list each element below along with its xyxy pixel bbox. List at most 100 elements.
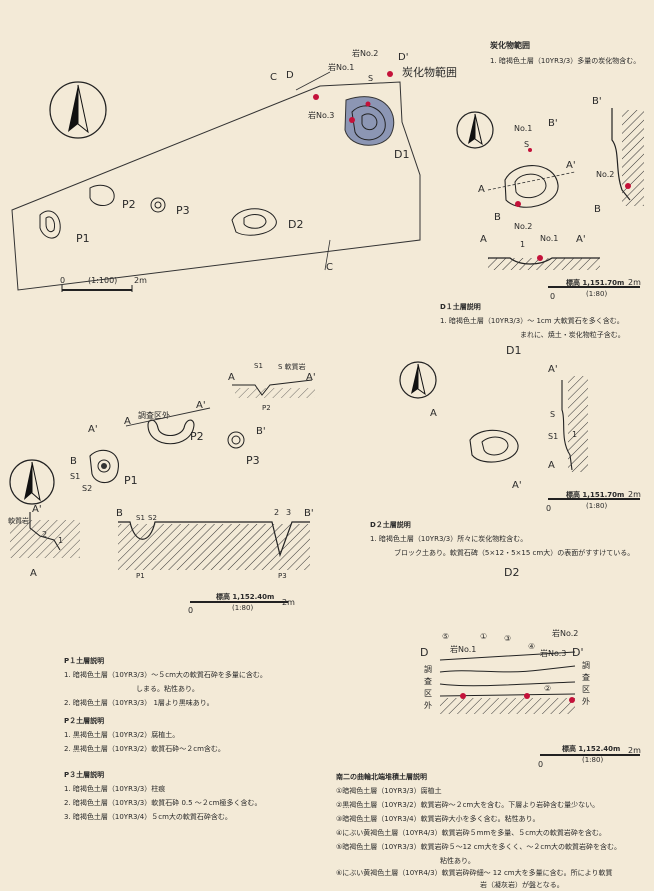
p1-notes-line1: 1. 暗褐色土層（10YR3/3）～５cm大の軟質石砕を多量に含む。 [64, 671, 267, 679]
north-arrow-d2 [399, 361, 437, 399]
north-line-8: 岩（凝灰岩）が盤となる。 [480, 881, 564, 889]
p1-profile-hatch [10, 520, 80, 558]
d2-scale-ratio: (1:80) [586, 502, 608, 510]
p1-profile-a: A [30, 568, 37, 579]
p2-plan-a-prime: A' [196, 400, 206, 411]
d1-layer-line1: 1. 暗褐色土層（10YR3/3）～ 1cm 大軟質石を多く含む。 [440, 317, 624, 325]
label-rock2: 岩No.2 [352, 49, 379, 58]
p1-plan-core [101, 463, 107, 469]
d2-layer-title: D２土層説明 [370, 521, 411, 529]
scale-top-end: 2m [134, 276, 147, 285]
p3-notes-line2: 2. 暗褐色土層（10YR3/3）軟質石砕 0.5 ～２cm極多く含む。 [64, 799, 262, 807]
p-scale-elev: 標高 1,152.40m [216, 593, 275, 601]
north-line-7: ⑥にぶい黄褐色土層（10YR4/3）軟質岩砕砕細～ 12 cm大を多量に含む。所… [336, 869, 613, 877]
rock-no3-marker [349, 117, 355, 123]
d1-profile-no2: No.2 [596, 170, 615, 179]
site-boundary-outline [11, 81, 421, 291]
north-line-3: ③暗褐色土層（10YR3/4）軟質岩砕大小を多く含む。粘性あり。 [336, 815, 540, 823]
p1-plan-a-prime: A' [88, 424, 98, 435]
p2-sec-a: A [228, 372, 235, 383]
d2-layer-line1: 1. 暗褐色土層（10YR3/3）所々に炭化物粒含む。 [370, 535, 528, 543]
north-arrow-d1 [456, 111, 494, 149]
pb-section-p3: P3 [278, 572, 287, 580]
north-outside-right: 調査区外 [582, 661, 590, 706]
section-line-c [324, 239, 331, 271]
p1-profile-a-prime: A' [32, 504, 42, 515]
p1-notes-title: P１土層説明 [64, 657, 105, 665]
north-scale-ratio: (1:80) [582, 756, 604, 764]
north-line-2: ②黒褐色土層（10YR3/2）軟質岩砕～２cm大を含む。下層より岩砕含む量少ない… [336, 801, 600, 809]
label-rock3: 岩No.3 [308, 111, 335, 120]
d2-plan-outer [469, 429, 519, 463]
p2-sec-s1: S1 [254, 362, 263, 370]
north-rock3: 岩No.3 [540, 649, 567, 658]
p1-notes-line2: 2. 暗褐色土層（10YR3/3） 1層より黒味あり。 [64, 699, 214, 707]
pit-p3-plan [150, 197, 166, 213]
label-d-prime-top: D' [398, 52, 409, 63]
d1-section-marker [537, 255, 543, 261]
north-title: 南二の曲輪北端堆積土層説明 [336, 773, 427, 781]
scale-top-zero: 0 [60, 276, 66, 285]
d2-layer-line2: ブロック土あり。軟質石碑（5×12・5×15 cm大）の表面がすすけている。 [394, 549, 635, 557]
s-marker [365, 101, 371, 107]
d2-plan-inner [481, 436, 509, 456]
d1-label-b: B [494, 212, 501, 223]
d1-marker-no2 [515, 201, 521, 207]
d1-profile-b: B [594, 204, 601, 215]
label-p3: P3 [176, 204, 190, 217]
p2-plan-outside: 調査区外 [138, 411, 170, 420]
p1-profile-one: 1 [58, 536, 64, 545]
north-section-hatch [440, 698, 575, 714]
pb-section-three: 3 [286, 508, 292, 517]
d1-plan-outer [504, 165, 559, 208]
north-line-1: ①暗褐色土層（10YR3/3）腐植土 [336, 787, 442, 795]
north-label-d: D [420, 646, 429, 659]
d1-profile-marker [625, 183, 631, 189]
d1-scale-end: 2m [628, 278, 641, 287]
pit-p2-plan [89, 184, 115, 206]
p3-b-prime: B' [256, 426, 266, 437]
d1-notes-line: 1. 暗褐色土層（10YR3/3）多量の炭化物含む。 [490, 57, 641, 65]
pit-d2-plan [231, 208, 277, 236]
section-line-d [295, 71, 331, 91]
d1-label-b-prime: B' [548, 118, 558, 129]
d2-label-a-prime: A' [548, 364, 558, 375]
north-line-6: 粘性あり。 [440, 857, 475, 865]
d1-plan-inner [514, 173, 547, 199]
north-scale-end: 2m [628, 746, 641, 755]
north-circle-3: ③ [504, 634, 512, 643]
d1-profile-b [611, 108, 631, 201]
d2-plan-a-prime: A' [512, 480, 522, 491]
d2-scale-end: 2m [628, 490, 641, 499]
north-arrow-p [9, 459, 55, 505]
pit-p3-inner [154, 201, 162, 209]
label-p2-mid: P2 [190, 430, 204, 443]
north-rock1: 岩No.1 [450, 645, 477, 654]
p3-notes-title: P３土層説明 [64, 771, 105, 779]
d2-label-a: A [548, 460, 555, 471]
label-c-bottom: C [326, 262, 333, 273]
p1-plan-outer [89, 449, 119, 484]
d1-label-s: S [524, 140, 530, 149]
pb-section-two: 2 [274, 508, 280, 517]
p1-notes-line1b: しまる。粘性あり。 [136, 685, 199, 693]
north-outside-left: 調査区外 [424, 665, 432, 710]
p2-notes-line2: 2. 黒褐色土層（10YR3/2）軟質石砕～２cm含む。 [64, 745, 225, 753]
pb-section-b-prime: B' [304, 508, 314, 519]
north-scale-elev: 標高 1,152.40m [562, 745, 621, 753]
d1-section-no1: No.1 [540, 234, 559, 243]
d1-section-one: 1 [520, 240, 526, 249]
d2-scale-elev: 標高 1,151.70m [566, 491, 625, 499]
label-c-top: C [270, 72, 277, 83]
d1-label-no2: No.2 [514, 222, 533, 231]
d1-layer-title: D１土層説明 [440, 303, 481, 311]
d1-label-no1: No.1 [514, 124, 533, 133]
north-rock2: 岩No.2 [552, 629, 579, 638]
p2-notes-line1: 1. 黒褐色土層（10YR3/2）腐植土。 [64, 731, 180, 739]
p1-profile-two: 2 [42, 530, 48, 539]
pit-d1-contours [351, 105, 386, 141]
d1-scale-zero: 0 [550, 292, 556, 301]
d1-notes-title: 炭化物範囲 [490, 41, 530, 50]
label-p2: P2 [122, 198, 136, 211]
